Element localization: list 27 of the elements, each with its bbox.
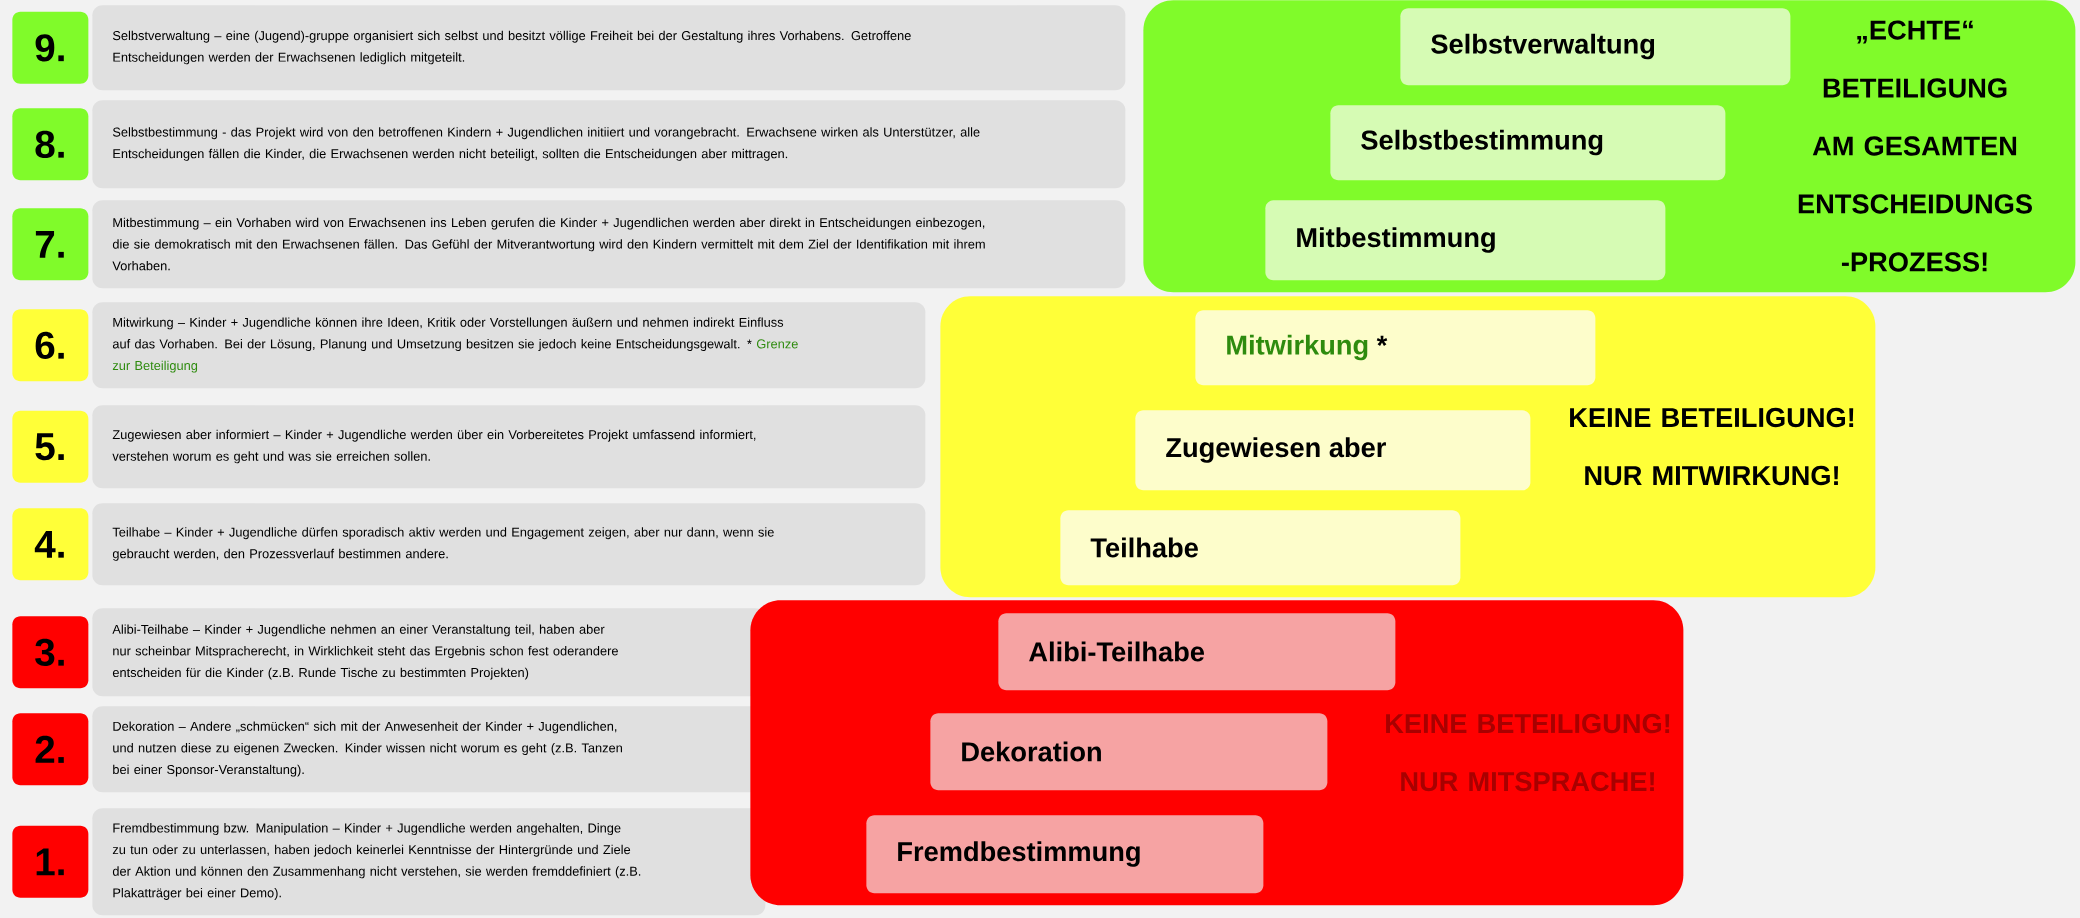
stage-box: Dekoration — [930, 713, 1328, 791]
stage-box: Selbstverwaltung — [1400, 8, 1791, 86]
number-badge: 1. — [12, 825, 89, 898]
description-box: Mitwirkung – Kinder + Jugendliche können ihre Ideen, Kritik oder Vorstellungen äußern und nehmen indirekt Einfluss auf das Vorhaben. Bei der Lösung, Planung und Umsetzung besitzen sie jedoch keine Entscheidungsgewalt. * Grenze zur Beteiligung — [92, 302, 926, 389]
stage-box: Mitwirkung * — [1195, 310, 1596, 386]
number-badge: 4. — [12, 508, 89, 581]
description-box: Selbstbestimmung - das Projekt wird von den betroffenen Kindern + Jugendlichen initiiert und vorangebracht. Erwachsene wirken als Unterstützer, alle Entscheidungen fällen die Kinder, die Erwachsenen werden nicht beteiligt, sollten die Entscheidungen aber mittragen. — [92, 100, 1126, 189]
description-box: Zugewiesen aber informiert – Kinder + Jugendliche werden über ein Vorbereitetes Projekt umfassend informiert, verstehen worum es geht und was sie erreichen sollen. — [92, 405, 926, 489]
number-badge: 7. — [12, 208, 89, 281]
number-badge: 6. — [12, 309, 89, 382]
description-box: Mitbestimmung – ein Vorhaben wird von Erwachsenen ins Leben gerufen die Kinder + Jugendlichen werden aber direkt in Entscheidungen einbezogen, die sie demokratisch mit den Erwachsenen fällen. Das Gefühl der Mitverantwortung wird den Kindern vermittelt mit dem Ziel der Identifikation mit ihrem Vorhaben. — [92, 200, 1126, 289]
number-badge: 2. — [12, 713, 89, 786]
number-badge: 3. — [12, 616, 89, 689]
description-box: Teilhabe – Kinder + Jugendliche dürfen sporadisch aktiv werden und Engagement zeigen, aber nur dann, wenn sie gebraucht werden, den Prozessverlauf bestimmen andere. — [92, 503, 926, 586]
description-box: Dekoration – Andere „schmücken“ sich mit der Anwesenheit der Kinder + Jugendlichen, und nutzen diese zu eigenen Zwecken. Kinder wissen nicht worum es geht (z.B. Tanzen bei einer Sponsor-Veranstaltung). — [92, 706, 766, 793]
number-badge: 9. — [12, 11, 89, 84]
description-box: Selbstverwaltung – eine (Jugend)-gruppe organisiert sich selbst und besitzt völlige Freiheit bei der Gestaltung ihres Vorhabens. Getroffene Entscheidungen werden der Erwachsenen lediglich mitgeteilt. — [92, 5, 1126, 91]
stage-box: Zugewiesen aber — [1135, 410, 1531, 491]
stage-box: Alibi-Teilhabe — [998, 613, 1396, 691]
number-badge: 8. — [12, 108, 89, 181]
description-box: Alibi-Teilhabe – Kinder + Jugendliche nehmen an einer Veranstaltung teil, haben aber nur scheinbar Mitspracherecht, in Wirklichkeit steht das Ergebnis schon fest oderandere entscheiden für die Kinder (z.B. Runde Tische zu bestimmten Projekten) — [92, 608, 766, 697]
stage-box: Fremdbestimmung — [866, 815, 1264, 894]
number-badge: 5. — [12, 410, 89, 483]
stage-box: Mitbestimmung — [1265, 200, 1666, 281]
stage-box: Teilhabe — [1060, 510, 1461, 586]
description-box: Fremdbestimmung bzw. Manipulation – Kinder + Jugendliche werden angehalten, Dinge zu tun oder zu unterlassen, haben jedoch keinerlei Kenntnisse der Hintergründe und Ziele der Aktion und können den Zusammenhang nicht verstehen, sie werden fremddefiniert (z.B. Plakatträger bei einer Demo). — [92, 808, 766, 916]
stage-box: Selbstbestimmung — [1330, 105, 1726, 181]
